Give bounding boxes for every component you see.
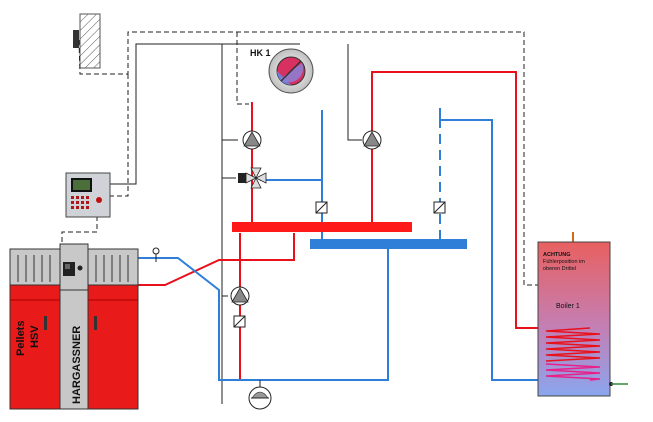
boiler-type-label: Pellets	[15, 321, 27, 356]
check-valve-icon	[233, 315, 246, 328]
boiler-type-label: HSV	[29, 325, 41, 348]
flow-sensor-icon	[152, 247, 160, 262]
tank-warning-text: ACHTUNG	[543, 252, 571, 258]
heating-circuit-label: HK 1	[250, 48, 271, 58]
control-cables-solid	[110, 43, 362, 404]
tank-warning-text: Fühlerposition im	[543, 259, 585, 265]
sensor-cables	[61, 31, 540, 286]
expansion-vessel-icon	[248, 380, 272, 410]
boiler-brand-label: HARGASSNER	[71, 326, 83, 404]
pump-icon	[230, 286, 250, 306]
check-valve-icon	[315, 201, 328, 214]
pellet-boiler	[9, 243, 139, 410]
outdoor-sensor-wall	[73, 13, 101, 69]
mixing-valve-icon	[238, 167, 267, 189]
heating-circuit-dial	[268, 48, 314, 94]
controller-unit	[65, 172, 111, 218]
pump-icon	[362, 130, 382, 150]
check-valve-icon	[433, 201, 446, 214]
pump-icon	[242, 130, 262, 150]
tank-warning-text: oberen Drittel	[543, 266, 576, 272]
tank-name-label: Boiler 1	[556, 303, 580, 310]
hot-water-tank	[537, 232, 628, 397]
return-manifold	[310, 239, 467, 249]
supply-manifold	[232, 222, 412, 232]
